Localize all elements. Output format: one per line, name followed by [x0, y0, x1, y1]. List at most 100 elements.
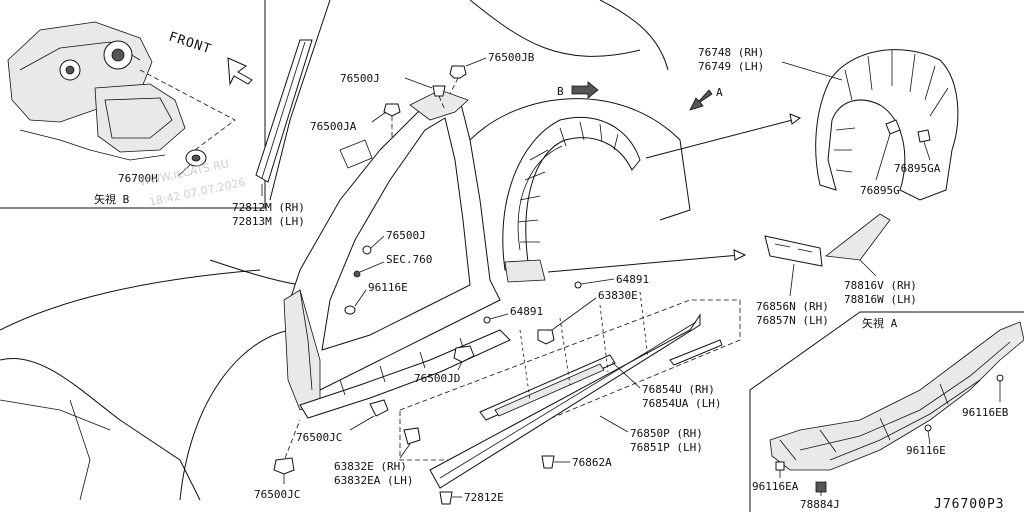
arrow-a-icon: [689, 89, 713, 111]
clip-64891-a: [574, 281, 582, 289]
leader-76500j-top: [404, 77, 433, 89]
a-pillar-line: [269, 0, 331, 201]
leader-64891-a: [580, 278, 615, 285]
arrow-b-icon: [571, 81, 599, 99]
liner-lower-bracket: [504, 259, 546, 283]
clip-76895ga: [917, 129, 931, 143]
drawing-code: J76700P3: [934, 497, 1005, 512]
label-72812e: 72812E: [464, 491, 504, 504]
sill-group-outline: [399, 299, 741, 461]
pillar-trim-72812m: [255, 39, 313, 183]
label-76748: 76748 (RH): [698, 46, 764, 59]
hood-edge: [209, 259, 301, 286]
liner-76748: [815, 49, 959, 201]
leader-76500jd: [457, 361, 463, 371]
rear-floor-ribs: [779, 383, 949, 461]
leader-63830e: [551, 297, 597, 331]
leader-76895g: [875, 133, 891, 181]
rear-floor-panel: [769, 321, 1024, 471]
label-63830e: 63830E: [598, 289, 638, 302]
grommet-96116e-right: [924, 424, 932, 432]
leader-76700h: [177, 164, 191, 177]
label-78884j: 78884J: [800, 498, 840, 511]
clip-76500jc-mid: [369, 399, 389, 417]
label-64891-a: 64891: [616, 273, 649, 286]
rear-liner-detail: 76748 (RH) 76749 (LH) 76895GA 76895G: [698, 46, 959, 201]
rear-floor-crease: [799, 341, 1011, 451]
clip-72812e: [439, 491, 453, 505]
sill-cover-assembly: 63830E 63832E (RH) 63832EA (LH) 72812E 7…: [334, 289, 741, 505]
label-76749: 76749 (LH): [698, 60, 764, 73]
label-72813m: 72813M (LH): [232, 215, 305, 228]
cover-78816v: [824, 213, 891, 261]
inset-view-b: 76700H 矢視 B FRONT: [0, 0, 266, 209]
grommet-center: [191, 154, 201, 162]
leader-arrow-liner: [645, 117, 801, 159]
clip-76500ja: [383, 103, 401, 117]
front-fender-top: [0, 269, 261, 331]
label-76862a: 76862A: [572, 456, 612, 469]
sill-cover-edge: [439, 321, 697, 479]
leader-76850p: [599, 415, 629, 433]
bracket-76856n-holes: [774, 243, 813, 253]
leader-76500ja: [371, 111, 387, 123]
leader-76856n: [789, 263, 795, 297]
leader-76854u: [611, 361, 641, 389]
label-arrow-b: B: [557, 85, 564, 98]
label-78816v: 78816V (RH): [844, 279, 917, 292]
grommet-96116e-left: [344, 305, 356, 315]
label-76895ga: 76895GA: [894, 162, 941, 175]
leader-64891-b: [489, 313, 509, 320]
strut-bolt-hole: [65, 65, 75, 75]
label-76500jc-bottom: 76500JC: [254, 488, 300, 501]
arrow-head-bracket: [733, 249, 747, 261]
bracket-76500ja-mount: [339, 139, 373, 169]
sill-ribs: [339, 337, 466, 396]
clip-76500jc-bottom: [273, 457, 295, 475]
label-76500jb: 76500JB: [488, 51, 535, 64]
front-lower-line: [0, 399, 111, 431]
clip-76500j-top: [432, 85, 446, 97]
inset-b-leader: [139, 69, 236, 151]
leader-76500jb: [465, 57, 487, 67]
label-96116e-left: 96116E: [368, 281, 408, 294]
front-wheel-arch: [179, 329, 291, 501]
front-bumper-line: [0, 358, 201, 501]
leader-78816v: [859, 259, 877, 277]
arrow-head-liner: [789, 113, 802, 125]
sill-molding-strip: [494, 363, 605, 417]
label-63832e: 63832E (RH): [334, 460, 407, 473]
wheelhouse-liner-assembly: B A 64891 64891: [483, 81, 802, 324]
inset-view-a: 矢視 A 96116EB 96116E 96116EA 78884J: [749, 311, 1024, 512]
clip-76500jb-guide: [449, 77, 459, 95]
label-72812m: 72812M (RH): [232, 201, 305, 214]
clip-76500jc-bottom-guide: [284, 419, 301, 459]
clip-76500jb: [449, 65, 467, 79]
clips-side-frame: 76500J 76500JB 76500JA 76500J SEC.760 96…: [254, 51, 535, 501]
roof-line: [469, 0, 641, 57]
clip-76895g: [885, 119, 901, 135]
label-76851p: 76851P (LH): [630, 441, 703, 454]
label-76500ja: 76500JA: [310, 120, 357, 133]
label-76854ua: 76854UA (LH): [642, 397, 721, 410]
label-76895g: 76895G: [860, 184, 900, 197]
label-63832ea: 63832EA (LH): [334, 474, 413, 487]
label-76850p: 76850P (RH): [630, 427, 703, 440]
bracket-76856n: [764, 235, 823, 267]
label-76500j-top: 76500J: [340, 72, 380, 85]
leader-76748: [781, 61, 843, 81]
clip-76862a: [541, 455, 555, 469]
rear-floor-crease-2: [829, 379, 981, 461]
wheelhouse-liner: [502, 116, 641, 271]
liner-76748-lower-ribs: [834, 127, 856, 173]
label-76857n: 76857N (LH): [756, 314, 829, 327]
bumper-crease: [69, 399, 91, 501]
sec760-point: [353, 270, 361, 278]
label-view-b: 矢視 B: [94, 192, 130, 206]
rear-window-line: [599, 0, 669, 71]
pillar-trim-edge: [261, 41, 306, 179]
clip-63832e: [403, 427, 421, 445]
clip-64891-b: [483, 316, 491, 324]
